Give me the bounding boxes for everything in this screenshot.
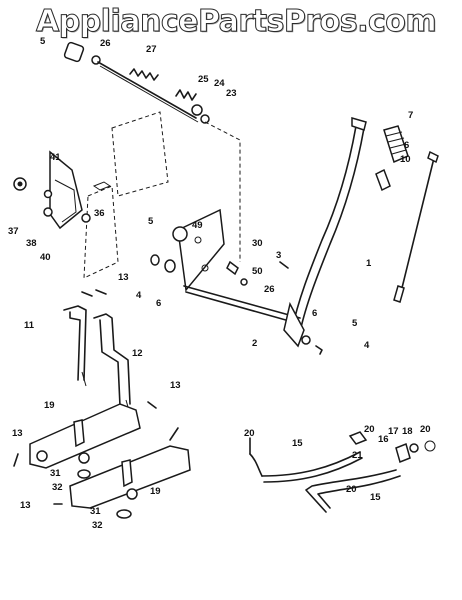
lift-shaft-assembly xyxy=(150,208,301,325)
label-20-right: 20 xyxy=(420,424,431,435)
label-50: 50 xyxy=(252,266,263,277)
label-20-bottom: 20 xyxy=(346,484,357,495)
label-4-right: 4 xyxy=(364,340,370,351)
label-5-top: 5 xyxy=(40,36,46,47)
label-31-bottom: 31 xyxy=(90,506,101,517)
label-32-bottom: 32 xyxy=(92,520,103,531)
label-20-mid: 20 xyxy=(364,424,375,435)
watermark-text: AppliancePartsPros.com xyxy=(35,4,437,40)
label-25: 25 xyxy=(198,74,209,85)
label-36: 36 xyxy=(94,208,105,219)
label-30: 30 xyxy=(252,238,263,249)
lift-links xyxy=(63,289,131,415)
lift-arms xyxy=(13,401,191,519)
label-7: 7 xyxy=(408,110,413,121)
label-41: 41 xyxy=(50,152,61,163)
label-38: 38 xyxy=(26,238,37,249)
label-13-left: 13 xyxy=(12,428,23,439)
label-26-mid: 26 xyxy=(264,284,275,295)
label-32-top: 32 xyxy=(52,482,63,493)
label-5-right: 5 xyxy=(352,318,358,329)
label-6-left: 6 xyxy=(156,298,161,309)
label-37: 37 xyxy=(8,226,19,237)
bracket-assembly xyxy=(13,150,112,230)
label-27: 27 xyxy=(146,44,157,55)
label-31-top: 31 xyxy=(50,468,61,479)
label-13-mid: 13 xyxy=(118,272,129,283)
label-17: 17 xyxy=(388,426,399,437)
label-15-bottom: 15 xyxy=(370,492,381,503)
label-21: 21 xyxy=(352,450,363,461)
label-24: 24 xyxy=(214,78,225,89)
label-10: 10 xyxy=(400,154,411,165)
linkage-rods xyxy=(249,431,436,513)
label-49: 49 xyxy=(192,220,203,231)
seat-plate-outline xyxy=(83,111,241,279)
label-6-right: 6 xyxy=(312,308,317,319)
label-13-right: 13 xyxy=(170,380,181,391)
label-15-top: 15 xyxy=(292,438,303,449)
label-3: 3 xyxy=(276,250,281,261)
spring-rod-assembly xyxy=(63,41,210,124)
label-26-top: 26 xyxy=(100,38,111,49)
label-5-mid: 5 xyxy=(148,216,154,227)
label-23: 23 xyxy=(226,88,237,99)
label-16: 16 xyxy=(378,434,389,445)
label-18: 18 xyxy=(402,426,413,437)
pedal-lever xyxy=(283,117,409,355)
label-40: 40 xyxy=(40,252,51,263)
label-1: 1 xyxy=(366,258,372,269)
label-4-left: 4 xyxy=(136,290,142,301)
label-20-left: 20 xyxy=(244,428,255,439)
part-labels: 5 26 27 25 24 23 41 36 37 38 40 5 49 30 … xyxy=(8,36,431,531)
label-19-bottom: 19 xyxy=(150,486,161,497)
label-11: 11 xyxy=(24,320,35,331)
label-12: 12 xyxy=(132,348,143,359)
label-13-bottom: 13 xyxy=(20,500,31,511)
label-2: 2 xyxy=(252,338,257,349)
label-19-top: 19 xyxy=(44,400,55,411)
label-6-top: 6 xyxy=(404,140,409,151)
control-rod xyxy=(393,150,439,303)
